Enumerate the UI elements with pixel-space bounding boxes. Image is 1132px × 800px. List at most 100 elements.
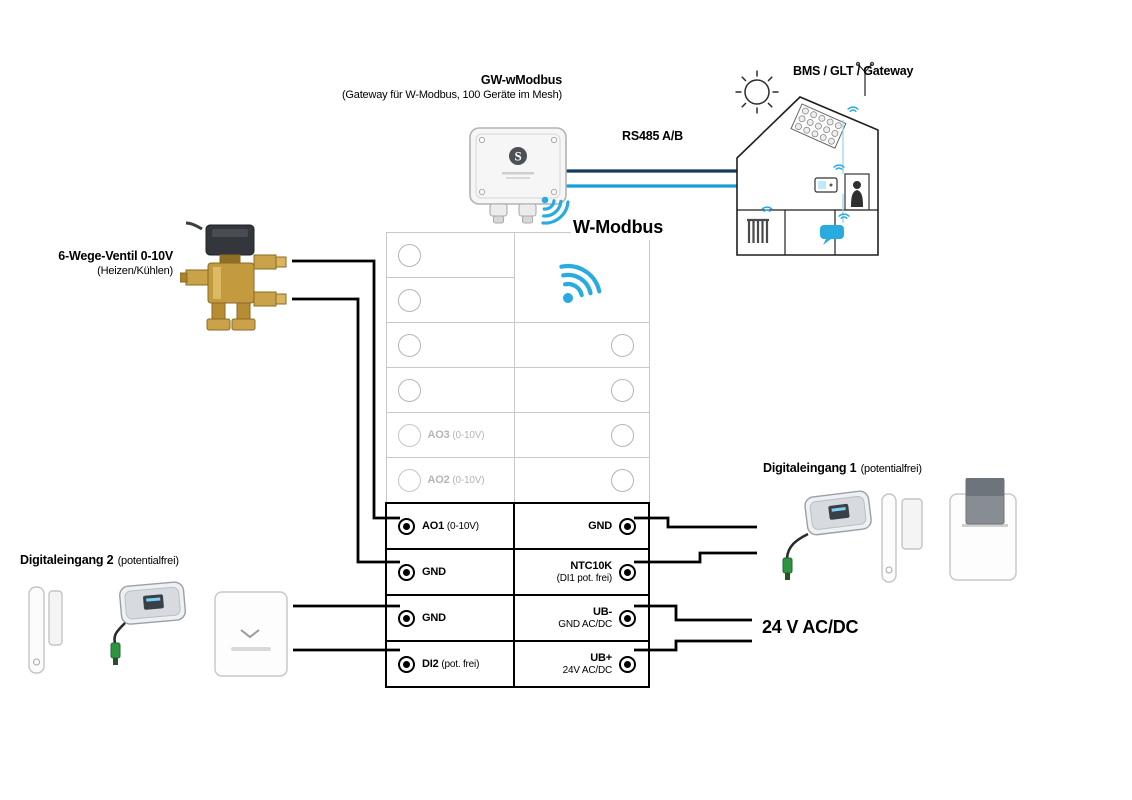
valve-actuator [185, 221, 255, 256]
terminal-row-3-right [515, 323, 649, 367]
gateway-title: GW-wModbus [480, 73, 562, 87]
terminal-point [398, 563, 415, 581]
terminal-circle [610, 423, 634, 447]
plug-tip [785, 573, 790, 580]
terminal-point [398, 517, 415, 535]
terminal-point [398, 609, 415, 627]
gateway-screws [478, 136, 558, 196]
terminal-label: NTC10K(DI1 pot. frei) [556, 559, 613, 584]
terminal-row-6-right [515, 458, 649, 502]
terminal-gnd-1: GND [387, 550, 513, 594]
terminal-label: DI2 (pot. frei) [422, 657, 480, 670]
terminal-circle [610, 333, 634, 357]
wire-di1-ntc [634, 551, 757, 564]
terminal-circle [397, 423, 421, 447]
terminal-ao3: AO3 (0-10V) [387, 413, 514, 457]
wire-ub-plus [634, 639, 752, 652]
terminal-point [619, 609, 636, 627]
terminal-point [619, 563, 636, 581]
gateway-device-illustration: S [462, 120, 582, 225]
sun-icon [735, 70, 779, 114]
rs485-label: RS485 A/B [622, 129, 683, 143]
terminal-circle [397, 243, 421, 267]
radiator-icon [747, 218, 769, 243]
valve-subtitle: (Heizen/Kühlen) [97, 264, 173, 277]
terminal-di2: DI2 (pot. frei) [387, 642, 513, 686]
wifi-dot [563, 293, 573, 303]
display-bubble-icon [820, 225, 844, 245]
terminal-gnd-right: GND [515, 504, 648, 548]
wifi-arc [561, 272, 593, 296]
wifi-arc [559, 264, 602, 294]
valve-label: 6-Wege-Ventil 0-10V (Heizen/Kühlen) [25, 249, 173, 278]
card-switch [214, 591, 288, 677]
terminal-label: UB+24V AC/DC [562, 651, 613, 676]
sensor-cable [113, 622, 126, 644]
bms-label: BMS / GLT / Gateway [793, 64, 914, 78]
card-switch-with-card [949, 478, 1017, 581]
digital-input-2-illustration [15, 573, 300, 688]
terminal-point [398, 655, 415, 673]
gateway-logo-letter: S [514, 149, 521, 164]
wifi-arc [541, 200, 570, 225]
wifi-arc [542, 199, 556, 211]
wire-di1-gnd [634, 516, 757, 529]
valve-title: 6-Wege-Ventil 0-10V [58, 249, 173, 263]
green-plug [110, 642, 121, 659]
terminal-label: GND [588, 519, 612, 532]
valve-illustration [180, 215, 300, 340]
terminal-ntc10k: NTC10K(DI1 pot. frei) [515, 550, 648, 594]
plug-tip [113, 658, 118, 665]
terminal-label: GND [422, 611, 446, 624]
terminal-ub-minus: UB-GND AC/DC [515, 596, 648, 640]
gateway-typeplate-line2 [506, 177, 530, 179]
terminal-circle [397, 468, 421, 492]
thermostat-icon [814, 177, 838, 193]
terminal-row-1-left [387, 233, 514, 277]
terminal-circle [610, 378, 634, 402]
terminal-row-4-right [515, 368, 649, 412]
terminal-circle [397, 288, 421, 312]
terminal-row-5-right [515, 413, 649, 457]
terminal-ub-plus: UB+24V AC/DC [515, 642, 648, 686]
terminal-label: GND [422, 565, 446, 578]
digital-input-1-illustration [752, 478, 1027, 603]
wire-valve-gnd [292, 297, 400, 564]
person-icon [844, 173, 870, 211]
wireless-contact-sensor [782, 490, 872, 580]
terminal-row-4-left [387, 368, 514, 412]
terminal-ao2: AO2 (0-10V) [387, 458, 514, 502]
bms-building-illustration [723, 58, 893, 260]
terminal-ao1: AO1 (0-10V) [387, 504, 513, 548]
key-card-top [966, 478, 1004, 496]
terminal-point [619, 655, 636, 673]
digital-input-2-label: Digitaleingang 2 (potentialfrei) [20, 553, 179, 567]
gateway-subtitle: (Gateway für W-Modbus, 100 Geräte im Mes… [341, 88, 562, 101]
gateway-logo-badge [509, 147, 527, 165]
terminal-label: AO3 (0-10V) [427, 428, 485, 441]
gateway-lid [475, 133, 561, 199]
gateway-label: GW-wModbus (Gateway für W-Modbus, 100 Ge… [282, 73, 562, 102]
gateway-housing [469, 127, 567, 205]
solar-panel [790, 103, 847, 149]
terminal-label: AO1 (0-10V) [422, 519, 479, 532]
terminal-gnd-2: GND [387, 596, 513, 640]
wmodbus-wifi-icon [540, 242, 632, 322]
terminal-circle [610, 468, 634, 492]
terminal-point [619, 517, 636, 535]
gateway-cable-glands [489, 203, 537, 224]
terminal-circle [397, 333, 421, 357]
terminal-label: UB-GND AC/DC [558, 605, 612, 630]
wire-ub-minus [634, 604, 752, 622]
wifi-dot [541, 196, 549, 204]
digital-input-1-label: Digitaleingang 1 (potentialfrei) [763, 461, 922, 475]
green-plug [782, 557, 793, 574]
wireless-contact-sensor [110, 581, 187, 665]
door-contact-sensor [881, 493, 923, 583]
terminal-label: AO2 (0-10V) [427, 473, 485, 486]
gateway-typeplate-line1 [502, 172, 534, 175]
gateway-wifi-icon [533, 188, 595, 246]
wifi-arc [542, 199, 563, 218]
door-contact-sensor [28, 586, 63, 674]
mini-wifi-icons [761, 106, 859, 219]
